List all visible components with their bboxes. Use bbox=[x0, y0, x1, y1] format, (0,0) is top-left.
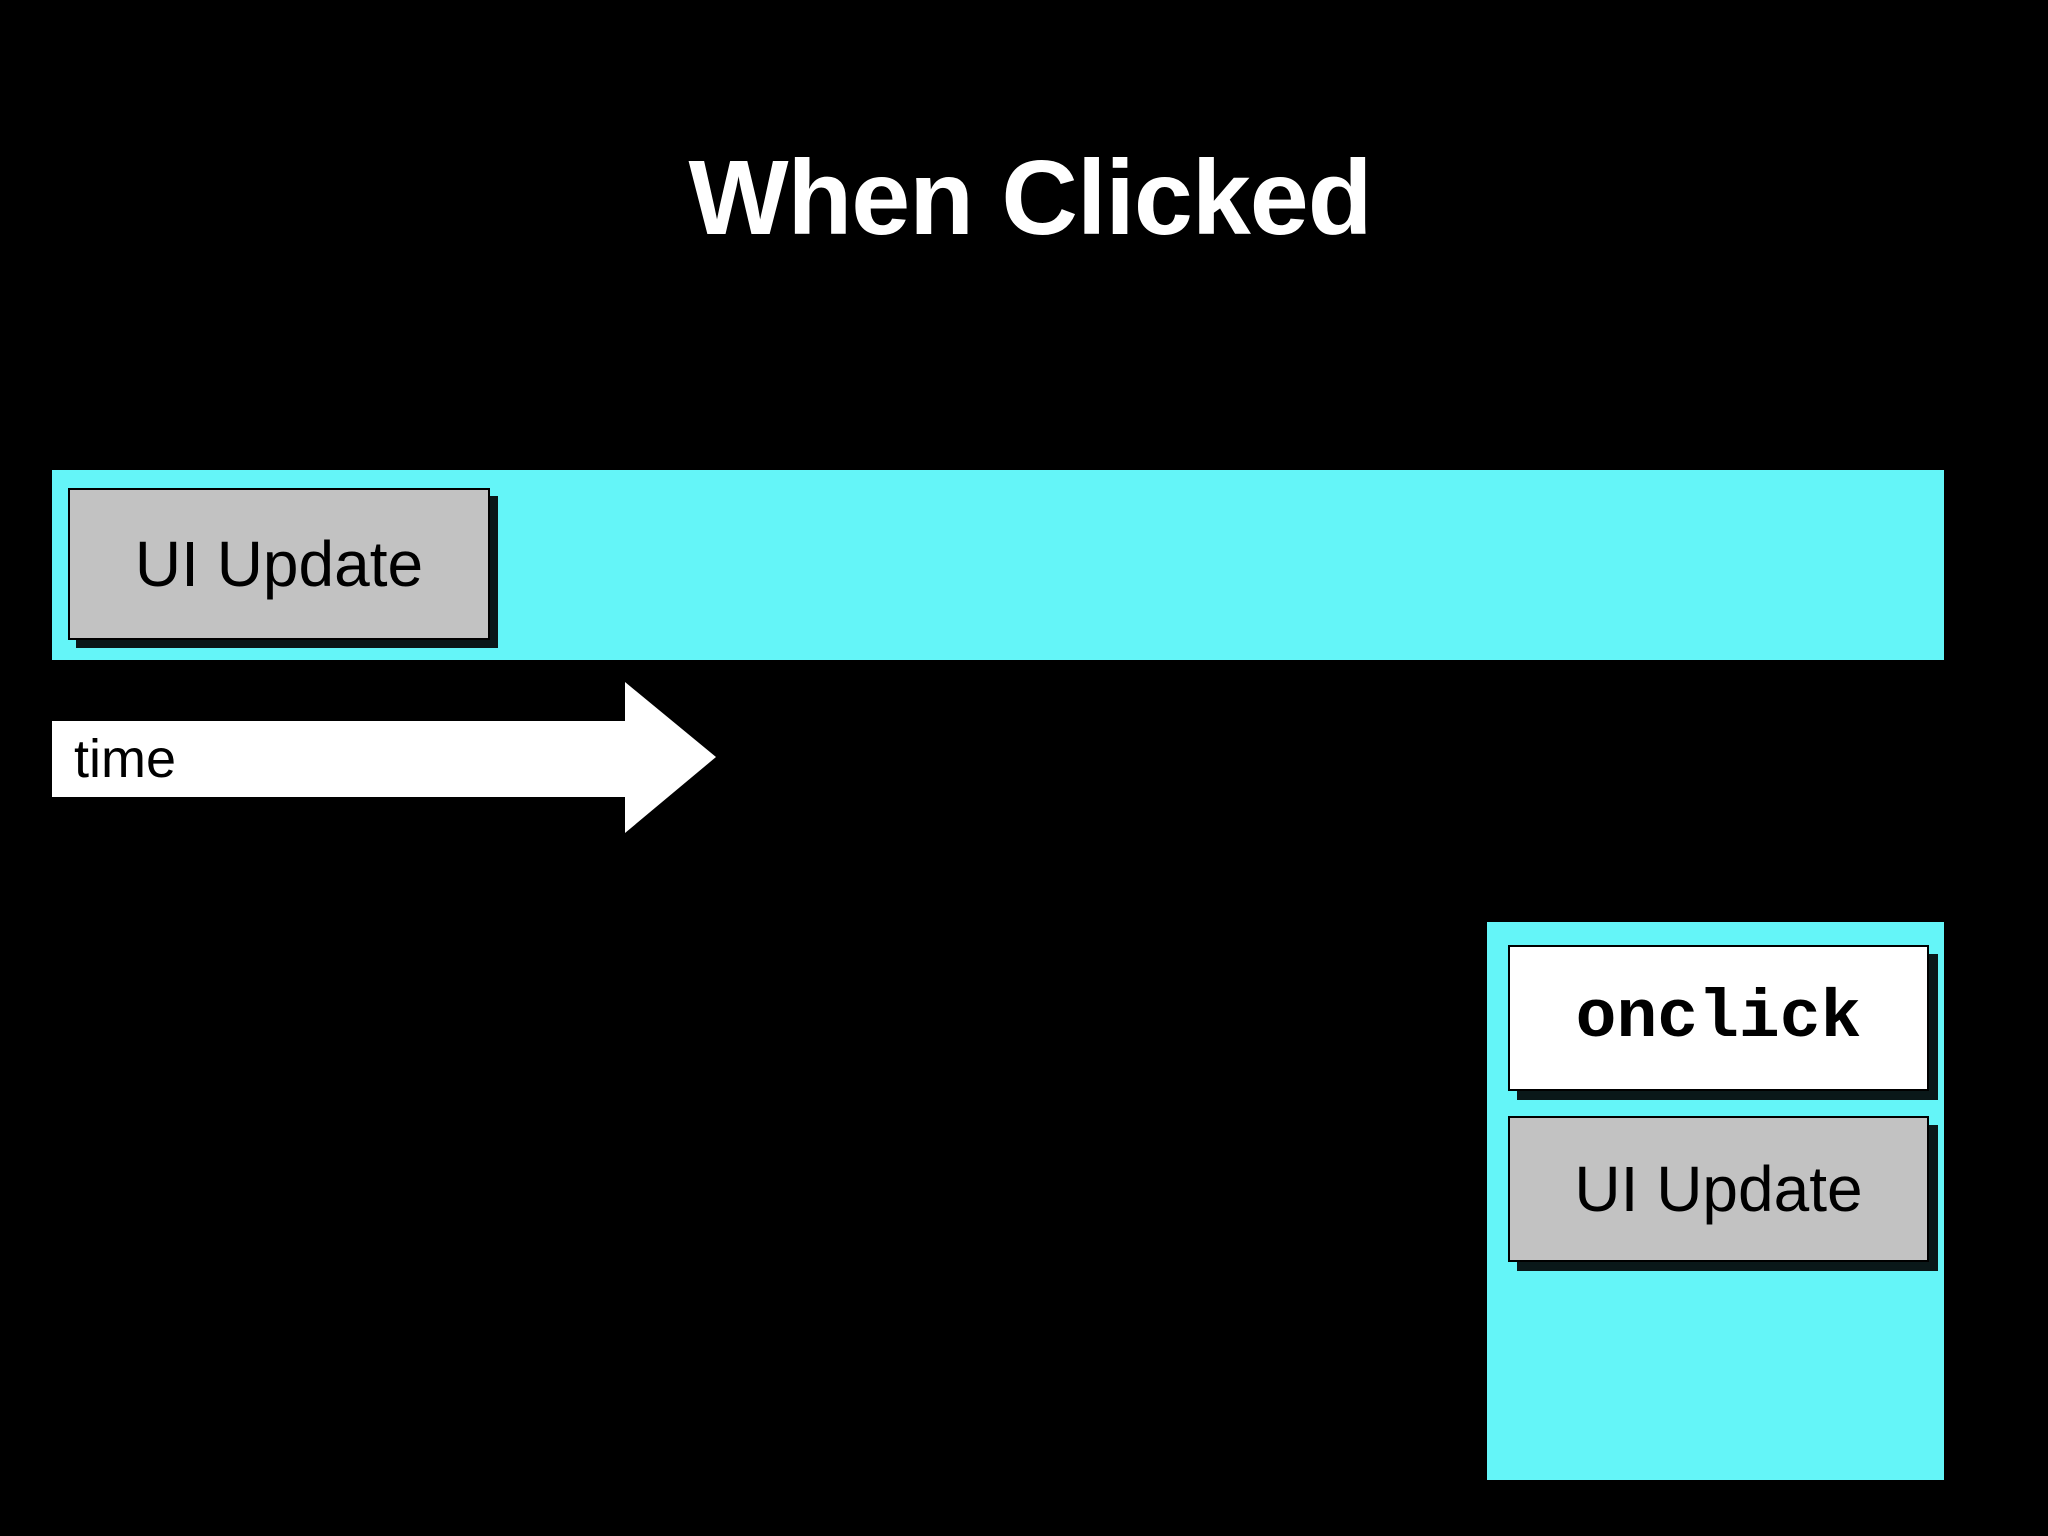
time-arrow: time bbox=[52, 682, 716, 833]
main-thread-timeline-bar: UI Update bbox=[52, 470, 1944, 660]
slide-title: When Clicked bbox=[688, 138, 1372, 257]
event-panel: onclick UI Update bbox=[1487, 922, 1944, 1480]
ui-update-label-main: UI Update bbox=[134, 528, 424, 600]
onclick-box: onclick bbox=[1508, 945, 1929, 1091]
ui-update-box-main: UI Update bbox=[68, 488, 490, 640]
onclick-label: onclick bbox=[1575, 979, 1862, 1057]
time-label: time bbox=[74, 729, 177, 789]
ui-update-label-event: UI Update bbox=[1574, 1153, 1863, 1225]
ui-update-box-event: UI Update bbox=[1508, 1116, 1929, 1262]
time-arrow-head-icon bbox=[625, 682, 716, 833]
time-arrow-shaft: time bbox=[52, 721, 625, 797]
